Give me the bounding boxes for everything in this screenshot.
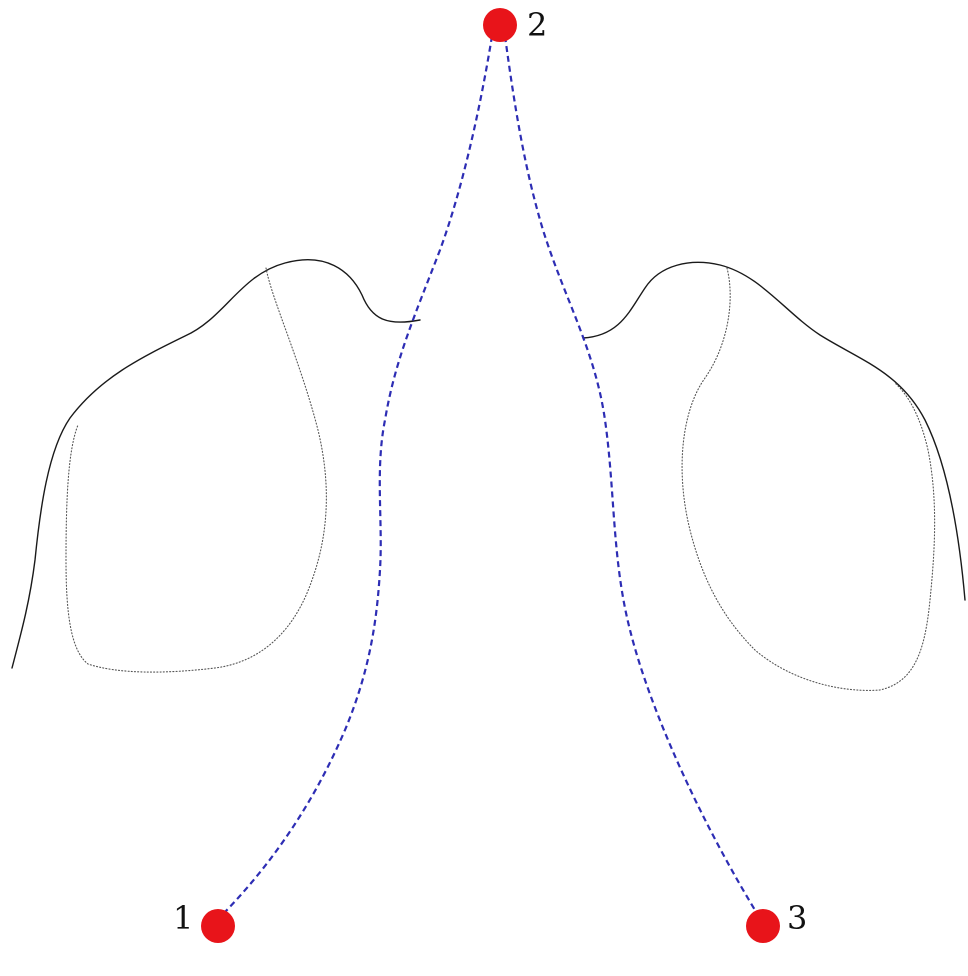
marker-3: 3: [746, 899, 807, 943]
marker-1: 1: [173, 899, 235, 943]
left-body-outline: [12, 260, 420, 668]
right-inner-outline: [682, 268, 935, 690]
marker-1-label: 1: [173, 899, 193, 937]
marker-2-dot: [483, 8, 517, 42]
marker-3-dot: [746, 909, 780, 943]
left-inner-outline: [66, 268, 326, 672]
marker-2-label: 2: [527, 6, 547, 44]
dashed-path-2-to-3: [505, 36, 758, 915]
marker-2: 2: [483, 6, 547, 44]
dashed-path-2-to-1: [225, 36, 492, 912]
marker-1-dot: [201, 909, 235, 943]
right-body-outline: [583, 262, 965, 600]
marker-3-label: 3: [787, 899, 807, 937]
